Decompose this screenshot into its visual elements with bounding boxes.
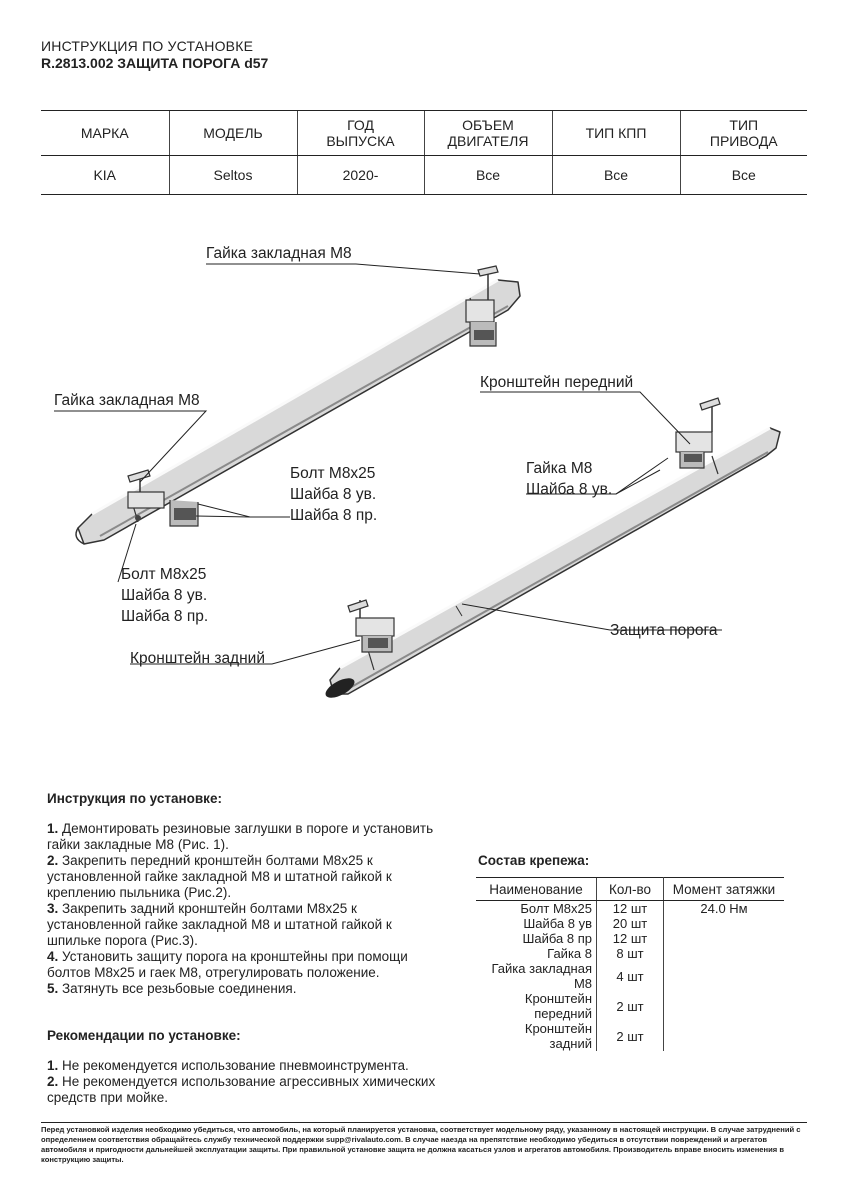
callout-nut-left: Гайка закладная М8 [54, 392, 200, 409]
fasteners-title: Состав крепежа: [478, 853, 590, 868]
callout-sill: Защита порога [610, 622, 718, 639]
fasteners-header-torque: Момент затяжки [663, 877, 784, 901]
bracket-front [675, 397, 721, 469]
spec-make: KIA [41, 155, 169, 195]
instruction-step: 4. Установить защиту порога на кронштейн… [47, 949, 408, 980]
installation-diagram [54, 263, 781, 698]
callout-bolt-left: Болт М8х25 Шайба 8 ув. Шайба 8 пр. [121, 566, 209, 625]
callout-front-bracket: Кронштейн передний [480, 374, 634, 391]
fasteners-header-qty: Кол-во [596, 877, 664, 901]
table-row: Шайба 8 пр 12 шт [476, 931, 784, 946]
table-row: Гайка 8 8 шт [476, 946, 784, 961]
instruction-step: 3. Закрепить задний кронштейн болтами М8… [47, 901, 392, 948]
table-row: Гайка закладная М8 4 шт [476, 961, 784, 991]
sill-tube-left [75, 278, 521, 545]
table-row: Шайба 8 ув 20 шт [476, 916, 784, 931]
fasteners-header-row: Наименование Кол-во Момент затяжки [476, 877, 784, 901]
recommendations-title: Рекомендации по установке: [47, 1028, 241, 1043]
instructions-title: Инструкция по установке: [47, 791, 222, 806]
spec-gearbox: Все [551, 155, 680, 195]
table-row: Кронштейн задний 2 шт [476, 1021, 784, 1051]
spec-header-gearbox: ТИП КПП [551, 110, 680, 156]
callout-rear-bracket: Кронштейн задний [130, 650, 265, 667]
callout-bolt-mid: Болт М8х25 Шайба 8 ув. Шайба 8 пр. [290, 465, 378, 524]
instruction-step: 5. Затянуть все резьбовые соединения. [47, 981, 297, 996]
spec-year: 2020- [296, 155, 424, 195]
recommendation-item: 1. Не рекомендуется использование пневмо… [47, 1058, 409, 1073]
spec-header-make: МАРКА [41, 110, 169, 156]
installation-instructions: Инструкция по установке: 1. Демонтироват… [47, 791, 447, 997]
fasteners-table: Наименование Кол-во Момент затяжки Болт … [476, 877, 784, 1051]
spec-header-model: МОДЕЛЬ [168, 110, 297, 156]
doc-title: ИНСТРУКЦИЯ ПО УСТАНОВКЕ [41, 38, 254, 54]
instruction-step: 1. Демонтировать резиновые заглушки в по… [47, 821, 434, 852]
callout-leaders [54, 263, 722, 665]
instruction-step: 2. Закрепить передний кронштейн болтами … [47, 853, 392, 900]
table-row: Кронштейн передний 2 шт [476, 991, 784, 1021]
doc-product-code: R.2813.002 ЗАЩИТА ПОРОГА d57 [41, 55, 269, 71]
spec-data-row: KIA Seltos 2020- Все Все Все [41, 155, 807, 195]
bracket-left-tube-rear [127, 469, 199, 527]
bracket-left-tube-front [465, 265, 499, 347]
callout-nut-top: Гайка закладная М8 [206, 245, 352, 262]
installation-recommendations: Рекомендации по установке: 1. Не рекомен… [47, 1028, 447, 1106]
spec-drive: Все [679, 155, 807, 195]
table-row: Болт М8х25 12 шт 24.0 Нм [520, 900, 748, 916]
spec-engine: Все [423, 155, 552, 195]
recommendation-item: 2. Не рекомендуется использование агресс… [47, 1074, 436, 1105]
fasteners-header-name: Наименование [476, 877, 597, 901]
footer-disclaimer: Перед установкой изделия необходимо убед… [41, 1122, 807, 1165]
spec-model: Seltos [168, 155, 297, 195]
callout-nut-right: Гайка М8 Шайба 8 ув. [526, 460, 613, 498]
bracket-rear [347, 599, 395, 653]
